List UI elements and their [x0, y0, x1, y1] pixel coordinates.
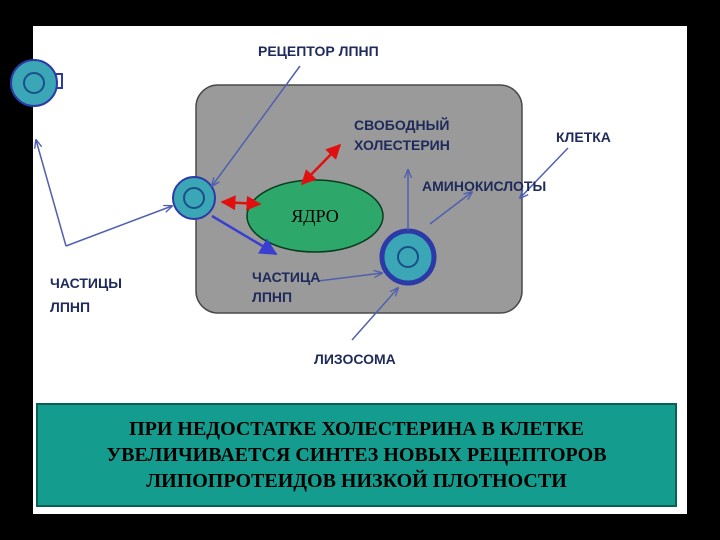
- particle-inside-line-2: ЛПНП: [252, 289, 292, 305]
- free-cholesterol-label: СВОБОДНЫЙ ХОЛЕСТЕРИН: [354, 116, 453, 153]
- particles-outside-line-2: ЛПНП: [50, 299, 90, 315]
- particles-outside-line-1: ЧАСТИЦЫ: [50, 275, 122, 291]
- lysosome-pointer-line: [351, 288, 398, 341]
- nucleus-label: ЯДРО: [291, 206, 339, 226]
- cell-label: КЛЕТКА: [556, 129, 611, 145]
- cell-pointer-line: [520, 147, 569, 198]
- info-box: ПРИ НЕДОСТАТКЕ ХОЛЕСТЕРИНА В КЛЕТКЕ УВЕЛ…: [36, 403, 677, 507]
- receptor-pointer-line: [212, 65, 301, 186]
- amino-acids-label: АМИНОКИСЛОТЫ: [422, 178, 546, 194]
- ldl-particle-outside: [10, 59, 63, 107]
- particle-inside-label: ЧАСТИЦА ЛПНП: [252, 269, 324, 305]
- to-lysosome-arrow: [317, 273, 382, 282]
- particles-pointer-line-2: [65, 206, 172, 247]
- endocytosis-arrow: [211, 214, 278, 256]
- particles-pointer-line: [36, 140, 67, 247]
- free-cholesterol-line-2: ХОЛЕСТЕРИН: [354, 137, 450, 153]
- receptor-label: РЕЦЕПТОР ЛПНП: [258, 43, 379, 59]
- free-cholesterol-line-1: СВОБОДНЫЙ: [354, 116, 449, 133]
- lysosome: [379, 228, 437, 286]
- cholesterol-regulation-arrow: [300, 143, 342, 186]
- particle-inside-line-1: ЧАСТИЦА: [252, 269, 320, 285]
- lysosome-label: ЛИЗОСОМА: [314, 351, 396, 367]
- particles-outside-label: ЧАСТИЦЫ ЛПНП: [50, 275, 126, 315]
- receptor-synthesis-arrow: [220, 195, 262, 211]
- info-text: ПРИ НЕДОСТАТКЕ ХОЛЕСТЕРИНА В КЛЕТКЕ УВЕЛ…: [106, 418, 607, 492]
- ldl-receptor-particle: [172, 176, 216, 220]
- amino-acids-out-arrow: [429, 192, 472, 225]
